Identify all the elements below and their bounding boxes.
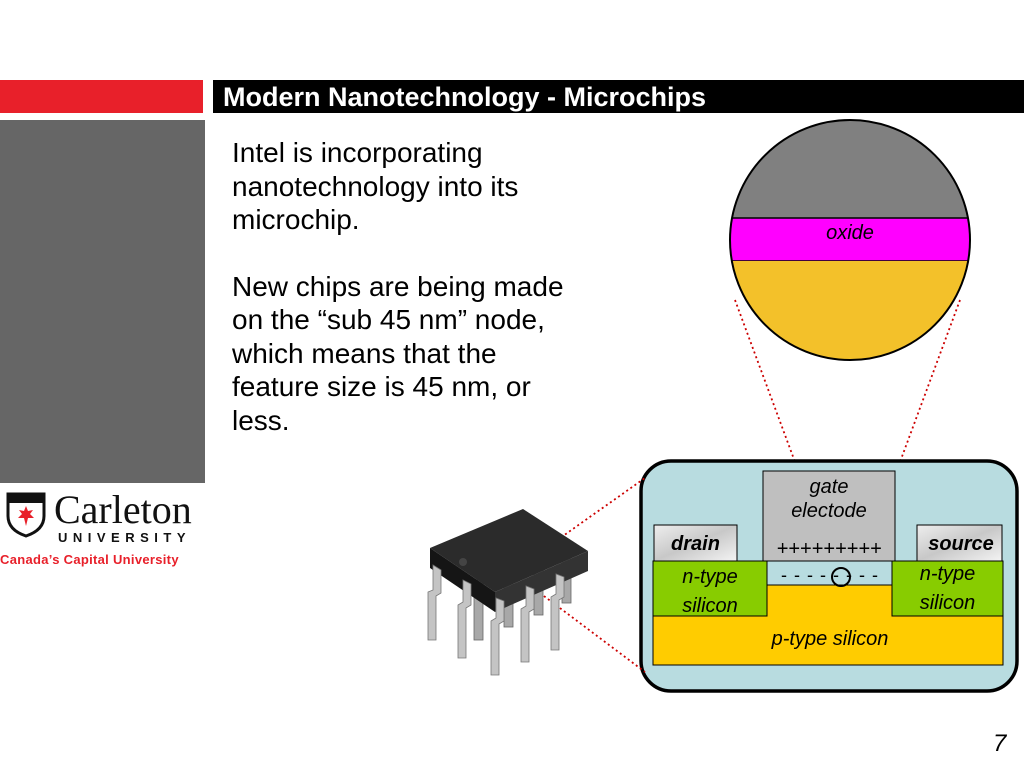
n-type-left-label: n-type silicon [682, 566, 738, 617]
gate-label: gate electode [791, 476, 867, 522]
slide-title: Modern Nanotechnology - Microchips [223, 82, 707, 112]
logo-subtitle: UNIVERSITY [58, 530, 192, 545]
n-type-right-region [891, 560, 1004, 617]
paragraph-2: New chips are being made on the “sub 45 … [232, 270, 564, 436]
header-accent-bar [0, 80, 203, 113]
p-type-label: p-type silicon [771, 628, 889, 650]
n-type-right-label: n-type silicon [919, 563, 976, 614]
gate-charges: +++++++++ [776, 538, 882, 560]
drain-contact [653, 524, 738, 562]
title-bar [213, 80, 1024, 113]
zoom-spot [831, 567, 851, 587]
university-shield-icon [6, 492, 46, 538]
logo-tagline: Canada’s Capital University [0, 552, 179, 567]
slide-number: 7 [993, 730, 1007, 757]
source-contact [916, 524, 1003, 562]
oxide-label: oxide [826, 222, 874, 244]
drain-label: drain [671, 533, 720, 555]
channel-charges: - - - - - - - - [781, 565, 879, 585]
leader-line-chip-top [511, 477, 646, 573]
microchip-image [427, 509, 588, 676]
body-text: Intel is incorporating nanotechnology in… [232, 136, 652, 437]
gate-electrode [762, 470, 896, 562]
paragraph-1: Intel is incorporating nanotechnology in… [232, 137, 519, 235]
sidebar-block [0, 120, 205, 483]
source-label: source [928, 533, 994, 555]
magnify-circle [729, 119, 971, 361]
n-type-left-region [652, 560, 768, 617]
logo-wordmark: Carleton [54, 487, 192, 532]
